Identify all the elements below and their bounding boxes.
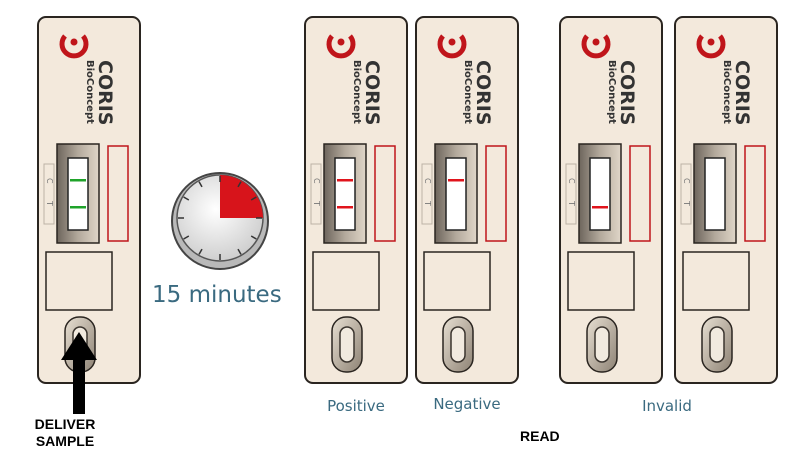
timer-tick: [183, 196, 190, 201]
timer-tick: [183, 235, 190, 240]
timer-tick: [237, 248, 242, 255]
svg-text:CORIS: CORIS: [731, 60, 753, 125]
timer-tick: [237, 181, 242, 188]
timer-label: 15 minutes: [152, 282, 282, 308]
svg-text:T: T: [682, 200, 691, 206]
brand-sub: BioConcept: [84, 60, 95, 124]
cassette-invalid-1: CORIS BioConcept C T: [559, 16, 663, 384]
svg-text:C: C: [312, 178, 321, 184]
letter-c: C: [45, 178, 54, 184]
control-line: [448, 179, 464, 182]
test-line: [337, 206, 353, 209]
label-area: [45, 251, 113, 311]
letter-t: T: [45, 200, 54, 206]
test-strip: [67, 157, 89, 231]
ct-label-box: [43, 163, 55, 225]
timer-tick: [198, 181, 203, 188]
timer-tick: [250, 196, 257, 201]
svg-text:C: C: [682, 178, 691, 184]
label-positive: Positive: [327, 397, 385, 415]
svg-text:C: C: [567, 178, 576, 184]
svg-text:CORIS: CORIS: [361, 60, 383, 125]
deliver-line1: DELIVER: [34, 416, 96, 432]
deliver-line2: SAMPLE: [35, 433, 95, 449]
svg-text:T: T: [423, 200, 432, 206]
svg-text:T: T: [567, 200, 576, 206]
control-line: [337, 179, 353, 182]
svg-text:BioConcept: BioConcept: [721, 60, 732, 124]
label-read: READ: [520, 428, 560, 444]
label-negative: Negative: [433, 395, 501, 413]
svg-text:CORIS: CORIS: [616, 60, 638, 125]
brand-name: CORIS: [94, 60, 116, 125]
test-line: [70, 206, 86, 209]
cassette-delivery: CORIS BioConcept C T: [37, 16, 141, 384]
write-area: [107, 145, 129, 242]
arrow-up-icon: [61, 332, 97, 414]
svg-text:BioConcept: BioConcept: [606, 60, 617, 124]
cassette-negative: CORIS BioConcept C T: [415, 16, 519, 384]
svg-text:C: C: [423, 178, 432, 184]
svg-text:CORIS: CORIS: [472, 60, 494, 125]
svg-text:BioConcept: BioConcept: [462, 60, 473, 124]
test-line: [592, 206, 608, 209]
coris-logo: CORIS BioConcept: [59, 34, 116, 125]
timer-icon: [171, 172, 269, 270]
timer-tick: [198, 248, 203, 255]
control-line: [70, 179, 86, 182]
svg-text:T: T: [312, 200, 321, 206]
svg-text:BioConcept: BioConcept: [351, 60, 362, 124]
cassette-positive: CORIS BioConcept C T: [304, 16, 408, 384]
deliver-sample-label: DELIVER SAMPLE: [33, 416, 97, 450]
label-invalid: Invalid: [642, 397, 692, 415]
cassette-invalid-2: CORIS BioConcept C T: [674, 16, 778, 384]
timer-tick: [250, 235, 257, 240]
